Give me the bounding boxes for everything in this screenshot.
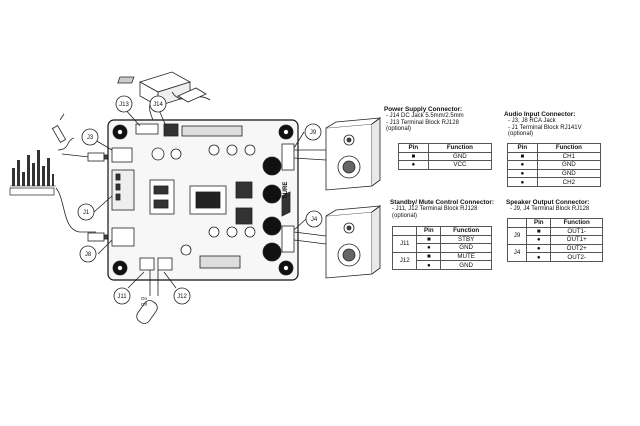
audio-input-table: Pin Function ■ CH1 ● GND ● GND ● CH2 [507,143,602,187]
table-header [391,226,418,236]
power-supply-title: Power Supply Connector: [384,106,463,113]
pin-function: GND [536,168,602,179]
pin-function: OUT1+ [550,235,603,245]
audio-input-line: - J3, J8 RCA Jack [508,118,556,124]
table-row: J4 ● OUT2+ [506,243,603,262]
pin-symbol: ■ [507,151,538,162]
callout-j14: J14 [153,102,163,108]
speaker-bottom [325,205,382,279]
callout-j11: J11 [117,294,127,300]
pin-symbol: ■ [398,151,429,162]
on-off-switch [136,270,159,324]
table-row: ● GND [507,160,602,170]
pcb-board [107,119,299,281]
connector-name: J4 [506,243,528,262]
standby-mute-line: - J11, J12 Terminal Block RJ128 [392,206,478,212]
standby-mute-title: Standby/ Mute Control Connector: [390,199,495,206]
power-supply-line: - J13 Terminal Block RJ128 [386,119,459,126]
pin-function: CH1 [536,151,602,162]
audio-input-line: - J1 Terminal Block RJ141V [508,124,582,131]
table-row: J9 ■ OUT1- [506,226,603,245]
pin-function: MUTE [440,251,492,262]
pin-symbol: ● [416,243,442,253]
pin-function: GND [440,243,492,253]
pin-symbol: ● [526,243,552,254]
pin-function: GND [536,160,602,170]
pin-symbol: ● [526,252,552,262]
pin-function: GND [427,151,493,162]
pin-symbol: ● [526,235,552,245]
table-row: ● GND [507,168,602,179]
power-supply-line: (optional) [386,126,412,133]
standby-mute-table: Pin Function J11 ■ STBY ● GND J12 ■ MUTE… [391,226,492,270]
table-row: ● OUT2- [508,252,603,262]
pin-function: OUT1- [550,226,603,237]
pin-symbol: ■ [526,226,552,237]
pin-symbol: ● [507,177,538,187]
callout-j13: J13 [119,102,129,108]
table-row: ● GND [393,260,492,270]
callout-j3: J3 [87,135,94,141]
pin-function: VCC [427,160,493,170]
pin-symbol: ● [507,160,538,170]
table-row: ■ CH1 [507,151,602,162]
callout-j4: J4 [311,217,318,223]
audio-input-line: (optional) [508,131,534,138]
connector-name: J11 [391,234,418,253]
connector-name: J9 [506,226,528,245]
power-supply-line: - J14 DC Jack 5.5mm/2.5mm [386,113,464,119]
pin-symbol: ■ [416,234,442,245]
speaker-output-title: Speaker Output Connector: [506,199,590,206]
board-diagram: J3 J13 J14 J9 J1 J4 J8 J11 J12 On Off SU… [9,71,382,324]
switch-on-label: On [141,296,148,301]
table-header: Function [536,143,602,153]
speaker-top [325,117,382,191]
table-header: Pin [507,143,538,153]
power-supply-table: Pin Function ■ GND ● VCC [398,143,493,170]
pin-function: OUT2+ [550,243,603,254]
table-header: Function [427,143,493,153]
table-header: Pin [526,218,552,228]
table-header [506,218,528,228]
pin-function: STBY [440,234,492,245]
pin-function: GND [440,260,492,270]
pin-symbol: ● [507,168,538,179]
audio-input-title: Audio Input Connector: [504,111,576,118]
connector-name: J12 [391,251,418,270]
table-row: J11 ■ STBY [391,234,492,253]
audio-source-graphic [9,150,56,196]
pin-symbol: ● [416,260,442,270]
table-row: ● CH2 [507,177,602,187]
callout-j12: J12 [177,294,187,300]
table-row: J12 ■ MUTE [391,251,492,270]
table-row: ■ GND [398,151,493,162]
standby-mute-line: (optional) [392,212,418,219]
table-header: Function [440,226,492,236]
pin-function: CH2 [536,177,602,187]
pin-function: OUT2- [550,252,603,262]
board-brand: SURE [283,182,289,199]
speaker-output-line: - J9, J4 Terminal Block RJ128 [510,206,590,212]
aux-plug [51,113,67,143]
table-header: Pin [416,226,442,236]
speaker-output-table: Pin Function J9 ■ OUT1- ● OUT1+ J4 ● OUT… [506,218,603,262]
table-header: Function [550,218,603,228]
pin-symbol: ● [398,160,429,170]
table-header: Pin [398,143,429,153]
pin-symbol: ■ [416,251,442,262]
callout-j8: J8 [85,252,92,258]
callout-j9: J9 [310,130,317,136]
switch-off-label: Off [141,302,148,307]
callout-j1: J1 [83,210,90,216]
table-row: ● VCC [398,160,493,170]
